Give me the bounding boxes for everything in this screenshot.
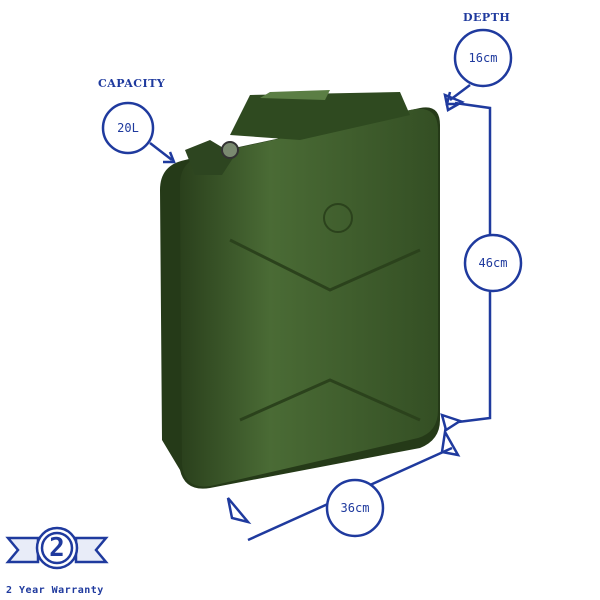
width-value: 36cm — [340, 501, 370, 515]
capacity-value: 20L — [117, 121, 139, 135]
warranty-badge-icon — [5, 526, 109, 570]
height-value: 46cm — [478, 256, 508, 270]
depth-label: DEPTH — [463, 11, 511, 24]
jerry-can — [160, 90, 440, 489]
capacity-label: CAPACITY — [98, 77, 166, 90]
warranty-badge-number: 2 — [49, 533, 65, 563]
dimension-graphics — [101, 28, 523, 542]
warranty-text: 2 Year Warranty — [6, 585, 104, 596]
depth-value: 16cm — [468, 51, 498, 65]
